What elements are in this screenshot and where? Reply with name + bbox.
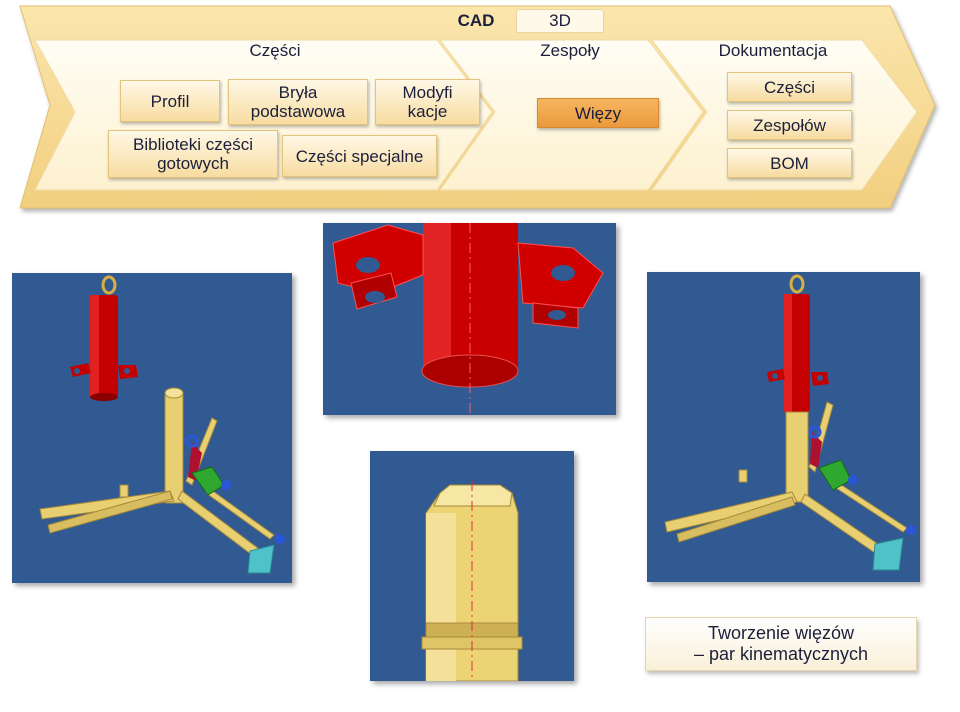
biblioteki-line-1: Biblioteki części xyxy=(133,135,253,154)
caption-line-2: – par kinematycznych xyxy=(693,644,869,664)
tab-cad[interactable]: CAD xyxy=(457,11,495,30)
caption-box: Tworzenie więzów – par kinematycznych xyxy=(645,617,917,671)
wiezy-button[interactable]: Więzy xyxy=(537,98,659,128)
stage-dokumentacja-header: Dokumentacja xyxy=(718,41,828,60)
profil-button[interactable]: Profil xyxy=(120,80,220,122)
bryla-line-1: Bryła xyxy=(278,83,318,102)
biblioteki-czesci-button[interactable]: Biblioteki części gotowych xyxy=(108,130,278,178)
doc-zespolow-button[interactable]: Zespołów xyxy=(727,110,852,140)
modyfikacje-button[interactable]: Modyfi kacje xyxy=(375,79,480,125)
stage-zespoly-header: Zespoły xyxy=(540,41,600,60)
doc-czesci-button[interactable]: Części xyxy=(727,72,852,102)
modyfikacje-line-1: Modyfi xyxy=(402,83,453,102)
stage-czesci-header: Części xyxy=(249,41,301,60)
doc-bom-button[interactable]: BOM xyxy=(727,148,852,178)
viewport-zoom-lugs xyxy=(323,223,616,415)
bryla-line-2: podstawowa xyxy=(250,102,346,121)
viewport-right-assembly xyxy=(647,272,920,582)
modyfikacje-line-2: kacje xyxy=(407,102,448,121)
bryla-podstawowa-button[interactable]: Bryła podstawowa xyxy=(228,79,368,125)
tab-3d[interactable]: 3D xyxy=(516,9,604,33)
viewport-left-assembly xyxy=(12,273,292,583)
czesci-specjalne-button[interactable]: Części specjalne xyxy=(282,135,437,177)
biblioteki-line-2: gotowych xyxy=(157,154,229,173)
viewport-zoom-shaft xyxy=(370,451,574,681)
caption-line-1: Tworzenie więzów xyxy=(707,623,855,643)
